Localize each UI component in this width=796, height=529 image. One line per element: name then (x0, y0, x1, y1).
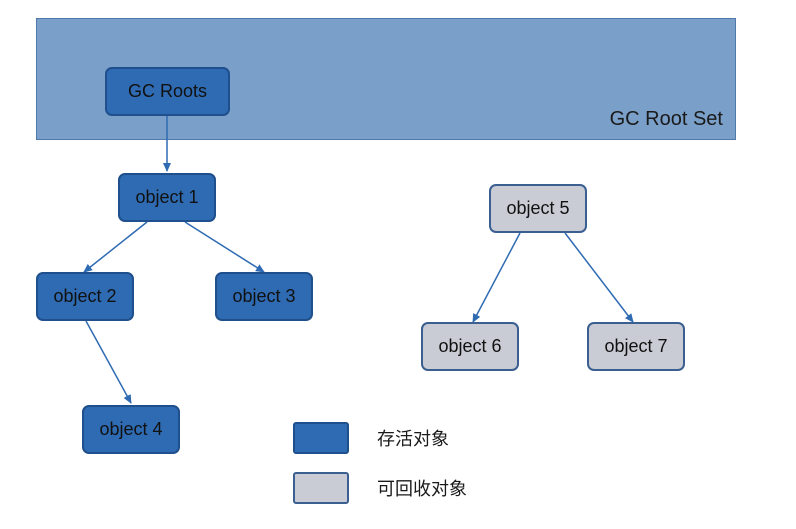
legend-live-label: 存活对象 (377, 429, 449, 450)
gc-root-set-label: GC Root Set (609, 108, 723, 130)
edge-object5-object7 (564, 232, 634, 323)
edge-object2-object4 (85, 320, 132, 404)
edge-object5-object6 (472, 232, 521, 323)
object-6-node: object 6 (421, 322, 519, 371)
object-3-node: object 3 (215, 272, 313, 321)
object-4-node: object 4 (82, 405, 180, 454)
legend-collectable-swatch (293, 472, 349, 504)
object-7-node: object 7 (587, 322, 685, 371)
legend-collectable-label: 可回收对象 (377, 479, 467, 500)
edge-object1-object3 (184, 221, 265, 273)
object-1-node: object 1 (118, 173, 216, 222)
object-2-node: object 2 (36, 272, 134, 321)
object-5-node: object 5 (489, 184, 587, 233)
edge-object1-object2 (83, 221, 148, 273)
legend-live-swatch (293, 422, 349, 454)
gc-roots-node: GC Roots (105, 67, 230, 116)
